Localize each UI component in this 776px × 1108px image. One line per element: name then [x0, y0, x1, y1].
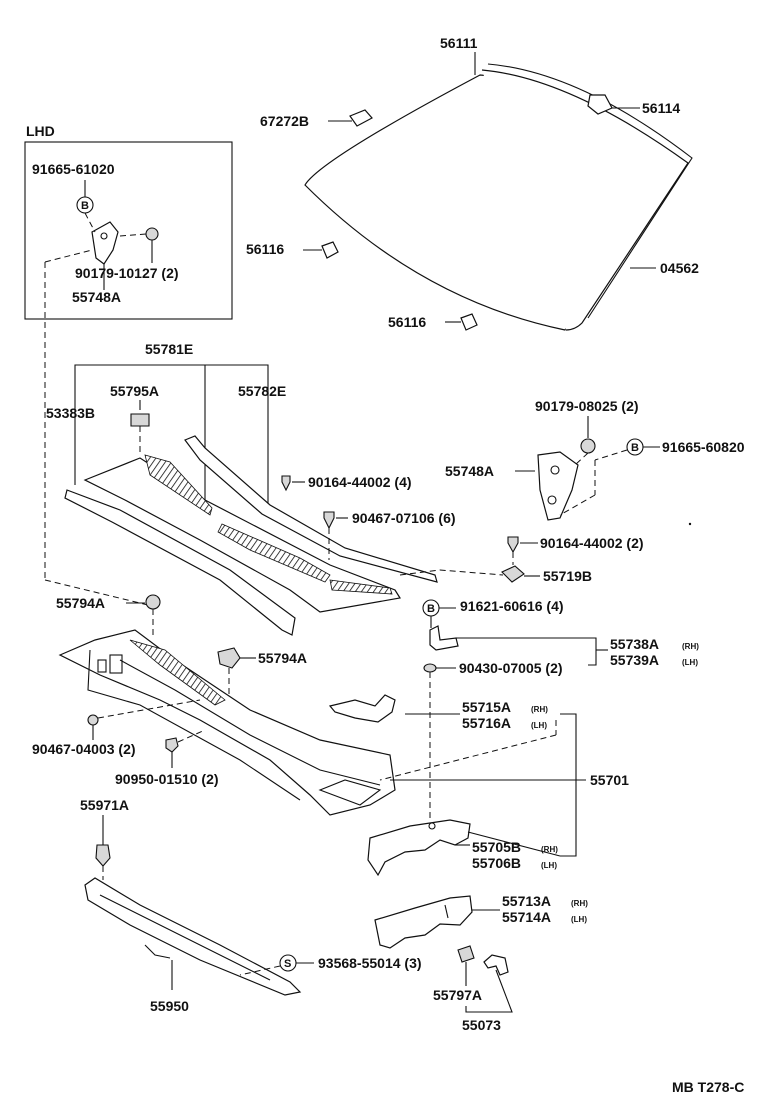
label-55705B-side: (RH): [541, 845, 558, 854]
label-55706B-side: (LH): [541, 861, 557, 870]
clip-55797A-part: [457, 945, 475, 963]
label-55705B: 55705B: [472, 839, 521, 855]
label-55073: 55073: [462, 1017, 501, 1033]
windshield-glass: [304, 63, 693, 331]
label-56116-top: 56116: [246, 241, 284, 257]
screw-90164-44002-b-part: [507, 536, 519, 554]
clip-56114-part: [587, 94, 613, 115]
bracket-55748A-lhd-part: [91, 221, 119, 265]
screw-90950-01510-part: [165, 737, 179, 753]
label-55719B: 55719B: [543, 568, 592, 584]
label-90164-44002-b: 90164-44002 (2): [540, 535, 644, 551]
nut-90179-08025-part: [580, 438, 596, 454]
label-55739A-side: (LH): [682, 658, 698, 667]
cowl-seal-55782E-part: [184, 435, 438, 583]
label-55971A: 55971A: [80, 797, 129, 813]
grommet-55795A-part: [130, 413, 150, 427]
svg-text:B: B: [631, 442, 639, 454]
label-55739A: 55739A: [610, 652, 659, 668]
label-55781E: 55781E: [145, 341, 193, 357]
clip-55971A-part: [95, 844, 111, 867]
label-55782E: 55782E: [238, 383, 286, 399]
label-55716A: 55716A: [462, 715, 511, 731]
label-55713A-side: (RH): [571, 899, 588, 908]
label-90430-07005: 90430-07005 (2): [459, 660, 563, 676]
cowl-panel-55701-part: [58, 629, 396, 816]
label-55715A: 55715A: [462, 699, 511, 715]
label-55950: 55950: [150, 998, 189, 1014]
cowl-ventilator-panel-part: [83, 454, 401, 613]
bolt-marker-b-right: B: [626, 438, 644, 456]
nut-90179-10127-part: [145, 227, 159, 241]
label-55715A-side: (RH): [531, 705, 548, 714]
label-55714A-side: (LH): [571, 915, 587, 924]
label-55748A-lhd: 55748A: [72, 289, 121, 305]
label-55738A-side: (RH): [682, 642, 699, 651]
label-53383B: 53383B: [46, 405, 95, 421]
clip-55073-part: [483, 954, 509, 976]
label-55713A: 55713A: [502, 893, 551, 909]
label-93568-55014: 93568-55014 (3): [318, 955, 422, 971]
label-91665-61020: 91665-61020: [32, 161, 115, 177]
bolt-marker-b-lhd: B: [76, 196, 94, 214]
label-55795A: 55795A: [110, 383, 159, 399]
screw-90164-44002-a-part: [281, 475, 291, 492]
cowl-seal-53383B-part: [64, 489, 296, 636]
label-55716A-side: (LH): [531, 721, 547, 730]
label-55794A-mid: 55794A: [258, 650, 307, 666]
label-56111: 56111: [440, 35, 478, 51]
bracket-55738A-part: [429, 625, 459, 651]
bracket-55748A-part: [537, 451, 579, 521]
label-55701: 55701: [590, 772, 629, 788]
grommet-55794A-mid-part: [217, 647, 241, 669]
screw-90467-04003-part: [87, 714, 99, 726]
label-91621-60616: 91621-60616 (4): [460, 598, 564, 614]
label-90467-07106: 90467-07106 (6): [352, 510, 456, 526]
label-55794A-left: 55794A: [56, 595, 105, 611]
clip-55719B-part: [501, 565, 525, 583]
clip-56116-top-part: [321, 241, 339, 259]
label-04562: 04562: [660, 260, 699, 276]
label-55748A: 55748A: [445, 463, 494, 479]
label-56116-bottom: 56116: [388, 314, 426, 330]
label-67272B: 67272B: [260, 113, 309, 129]
bracket-55713A-part: [374, 895, 473, 949]
label-55714A: 55714A: [502, 909, 551, 925]
cowl-louver-55950-part: [84, 877, 302, 996]
label-90467-04003: 90467-04003 (2): [32, 741, 136, 757]
label-56114: 56114: [642, 100, 680, 116]
label-55797A: 55797A: [433, 987, 482, 1003]
lhd-box: [24, 141, 233, 320]
clip-56116-bottom-part: [460, 313, 478, 331]
bracket-55705B-part: [367, 819, 471, 877]
svg-text:S: S: [284, 958, 291, 970]
bolt-marker-b-mid: B: [422, 599, 440, 617]
diagram-code: MB T278-C: [672, 1079, 744, 1095]
label-90164-44002-a: 90164-44002 (4): [308, 474, 412, 490]
label-91665-60820: 91665-60820: [662, 439, 745, 455]
screw-90467-07106-part: [323, 511, 335, 530]
spacer-67272B-part: [349, 109, 373, 127]
label-55706B: 55706B: [472, 855, 521, 871]
svg-text:B: B: [81, 200, 89, 212]
marker-s: S: [279, 954, 297, 972]
grommet-55794A-left-part: [145, 594, 161, 610]
svg-text:B: B: [427, 603, 435, 615]
lhd-box-label: LHD: [26, 123, 55, 139]
bracket-55715A-part: [328, 694, 396, 723]
label-55738A: 55738A: [610, 636, 659, 652]
washer-90430-07005-part: [423, 663, 437, 673]
label-90950-01510: 90950-01510 (2): [115, 771, 219, 787]
label-90179-08025: 90179-08025 (2): [535, 398, 639, 414]
label-90179-10127: 90179-10127 (2): [75, 265, 179, 281]
